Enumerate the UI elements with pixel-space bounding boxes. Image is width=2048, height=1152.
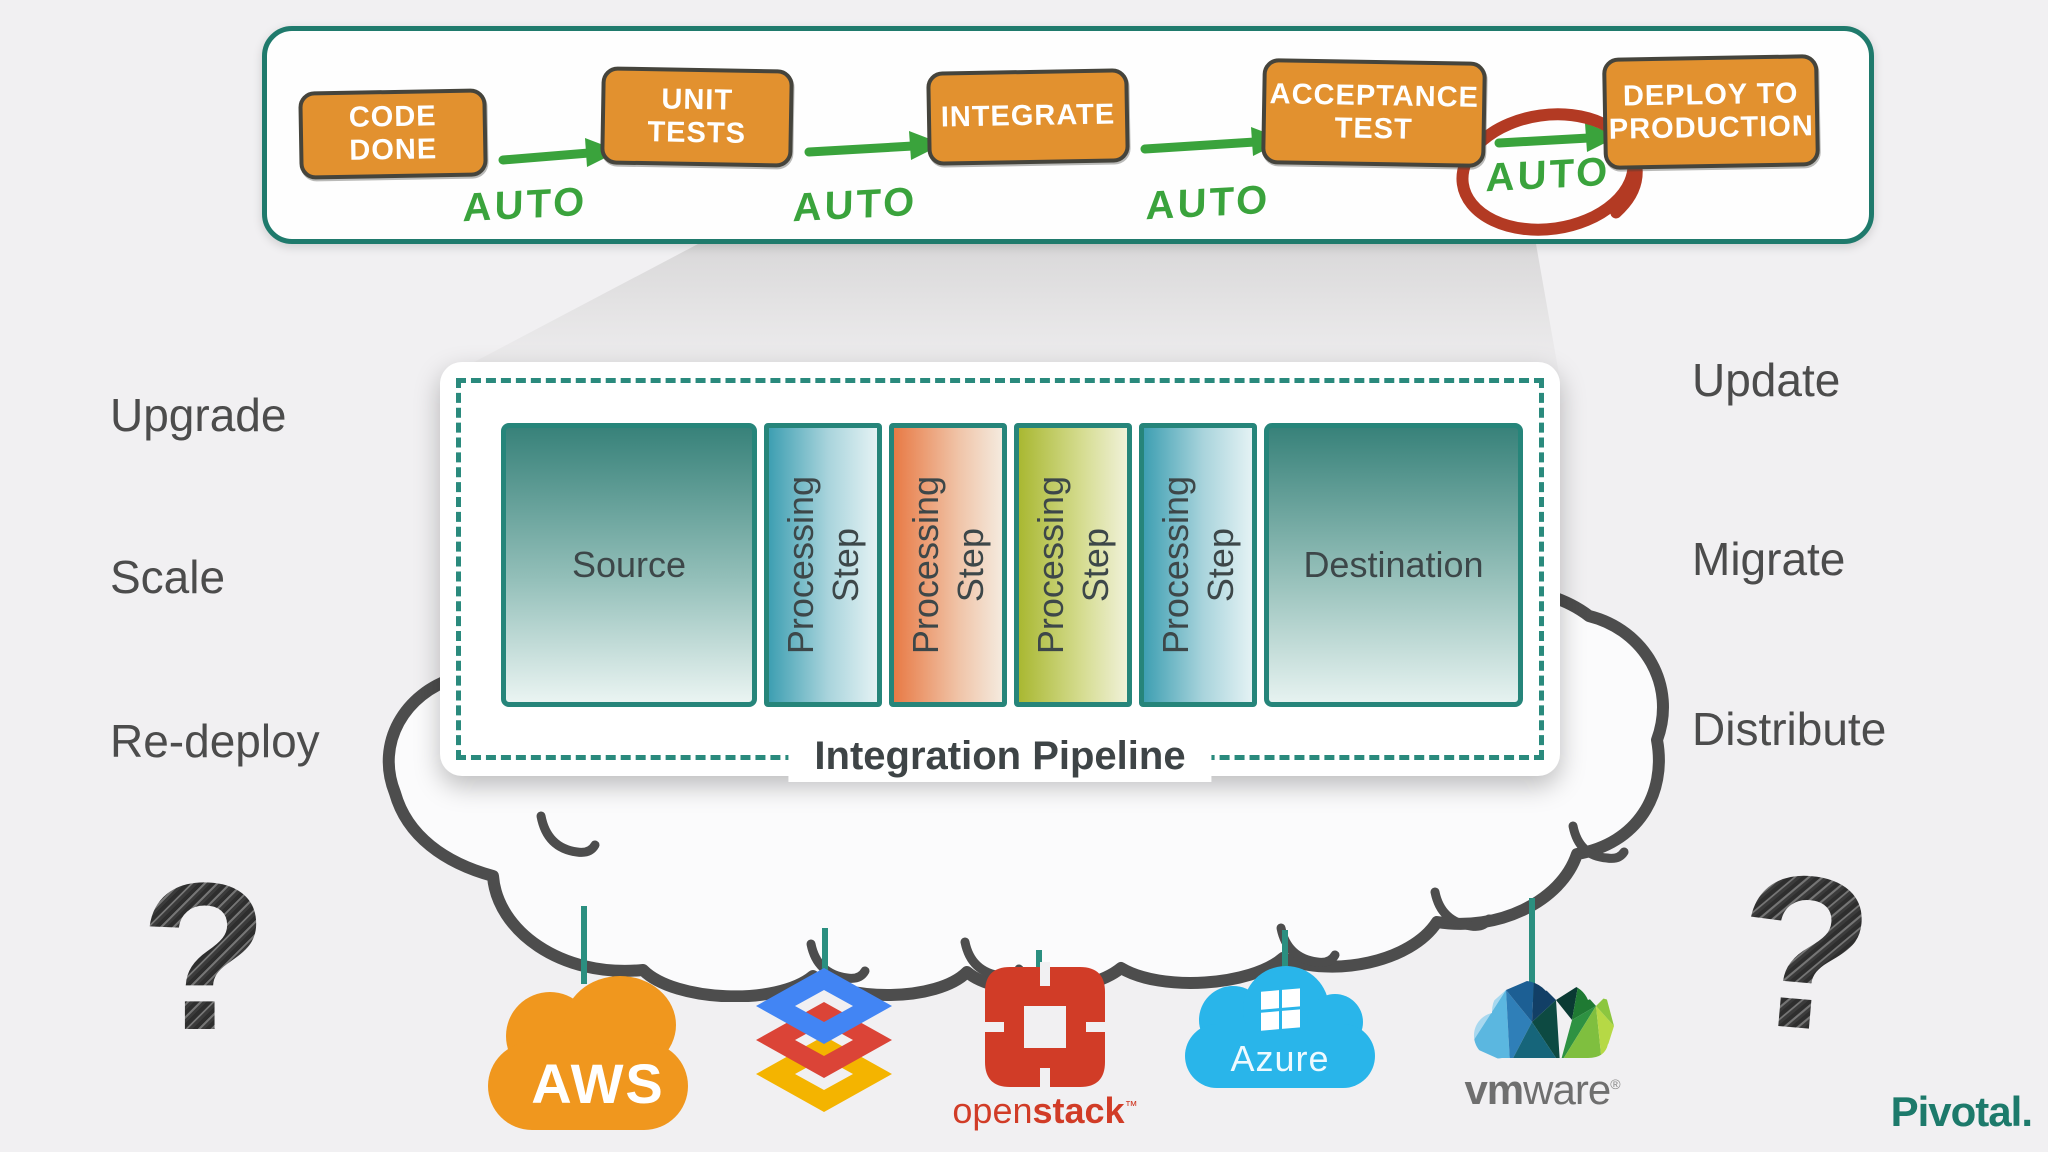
windows-flag-icon [1261, 988, 1301, 1031]
azure-label: Azure [1230, 1038, 1330, 1079]
aws-label: AWS [531, 1052, 665, 1115]
pivotal-logo: Pivotal. [1890, 1088, 2033, 1135]
destination-label: Destination [1303, 544, 1484, 585]
source-box: Source [501, 423, 757, 707]
question-mark-left: ? [140, 839, 269, 1074]
processing-step-label: Processing Step [1155, 475, 1241, 655]
cicd-step-box: DEPLOY TO PRODUCTION [1602, 54, 1820, 170]
auto-label: AUTO [792, 179, 918, 231]
azure-cloud-icon [1185, 1024, 1375, 1088]
side-label-update: Update [1692, 354, 1841, 406]
cicd-step-box: INTEGRATE [926, 68, 1130, 166]
side-label-migrate: Migrate [1692, 533, 1846, 585]
pipeline-title: Integration Pipeline [788, 730, 1212, 782]
processing-step-label: Processing Step [905, 475, 991, 655]
pipeline-row: Source Processing Step Processing Step P… [501, 423, 1523, 707]
registered-symbol: ® [1610, 1076, 1620, 1092]
processing-step-box: Processing Step [889, 423, 1007, 707]
openstack-wordmark-stack: stack [1032, 1090, 1125, 1131]
vmware-wordmark-ware: ware [1523, 1066, 1611, 1113]
auto-label: AUTO [1145, 177, 1271, 229]
processing-step-box: Processing Step [764, 423, 882, 707]
zoom-beam [440, 244, 1560, 380]
provider-string [1529, 898, 1535, 1002]
cicd-step-label: UNIT TESTS [647, 83, 747, 150]
openstack-wordmark: openstack™ [940, 1090, 1150, 1132]
processing-step-label: Processing Step [1030, 475, 1116, 655]
processing-step-label: Processing Step [780, 475, 866, 655]
destination-box: Destination [1264, 423, 1523, 707]
cicd-step-box: ACCEPTANCE TEST [1261, 58, 1487, 168]
processing-step-box: Processing Step [1139, 423, 1257, 707]
side-label-distribute: Distribute [1692, 703, 1887, 755]
side-label-upgrade: Upgrade [110, 389, 287, 441]
vmware-cloud-icon [1473, 980, 1614, 1059]
cicd-flow-panel: CODE DONE UNIT TESTS INTEGRATE ACCEPTANC… [262, 26, 1874, 244]
auto-label-highlighted: AUTO [1485, 149, 1611, 201]
openstack-logo: openstack™ [952, 962, 1138, 1137]
auto-label: AUTO [462, 179, 588, 231]
google-cloud-stack-icon [756, 968, 892, 1112]
trademark-symbol: ™ [1124, 1098, 1138, 1113]
aws-logo: AWS [488, 975, 708, 1130]
cicd-step-label: INTEGRATE [940, 98, 1116, 134]
openstack-cube-icon [980, 962, 1110, 1092]
vmware-wordmark: vmware® [1432, 1066, 1652, 1114]
processing-step-box: Processing Step [1014, 423, 1132, 707]
side-label-redeploy: Re-deploy [110, 715, 320, 767]
aws-cloud-icon [488, 1042, 688, 1130]
provider-string [822, 928, 828, 990]
cicd-step-label: DEPLOY TO PRODUCTION [1608, 77, 1815, 146]
cicd-step-label: CODE DONE [348, 99, 438, 167]
cicd-step-box: UNIT TESTS [600, 66, 794, 168]
provider-string [1282, 930, 1288, 996]
question-mark-right: ? [1727, 826, 1882, 1081]
side-label-scale: Scale [110, 551, 226, 603]
vmware-wordmark-vm: vm [1464, 1066, 1524, 1113]
source-label: Source [571, 544, 687, 585]
integration-pipeline-card: Source Processing Step Processing Step P… [440, 362, 1560, 782]
openstack-wordmark-open: open [952, 1090, 1033, 1131]
cicd-step-box: CODE DONE [298, 88, 488, 180]
pipeline-dashed-border: Source Processing Step Processing Step P… [456, 378, 1544, 782]
provider-string [581, 906, 587, 984]
cicd-step-label: ACCEPTANCE TEST [1269, 77, 1480, 146]
azure-logo: Azure [1185, 966, 1375, 1088]
vmware-logo: vmware® [1462, 960, 1622, 1120]
